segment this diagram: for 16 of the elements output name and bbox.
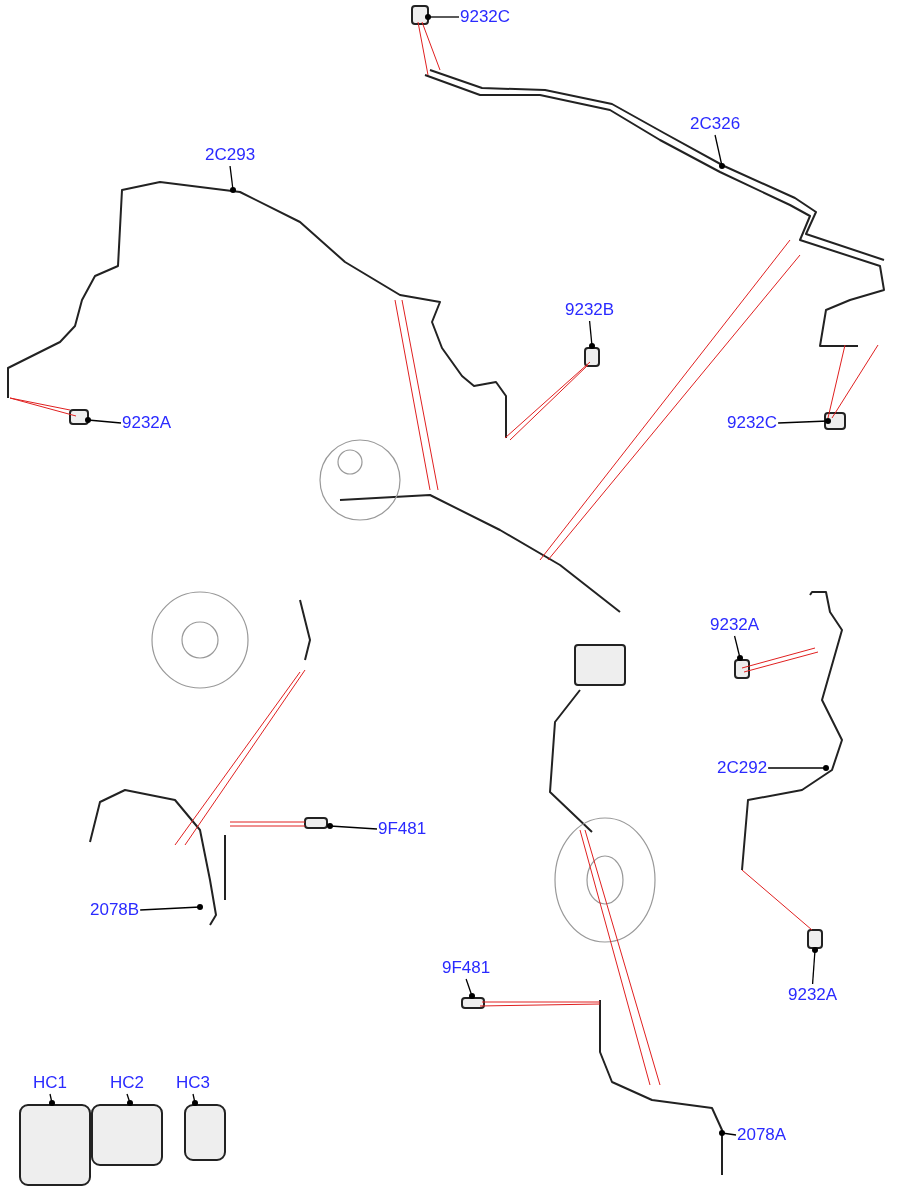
leader-line — [192, 1093, 198, 1106]
leader-line — [714, 134, 725, 169]
leader-line — [733, 635, 743, 661]
leader-line — [229, 165, 236, 193]
leader-line — [126, 1093, 133, 1106]
leader-line — [767, 765, 829, 771]
leader-line — [811, 947, 818, 985]
leader-line — [777, 418, 831, 424]
leader-line — [327, 823, 378, 830]
leader-line — [719, 1130, 737, 1136]
leader-line — [425, 14, 460, 20]
leader-line — [85, 417, 122, 424]
leader-line — [588, 320, 595, 349]
leader-line — [139, 904, 203, 911]
leader-line — [465, 978, 475, 999]
leader-line — [49, 1093, 55, 1106]
